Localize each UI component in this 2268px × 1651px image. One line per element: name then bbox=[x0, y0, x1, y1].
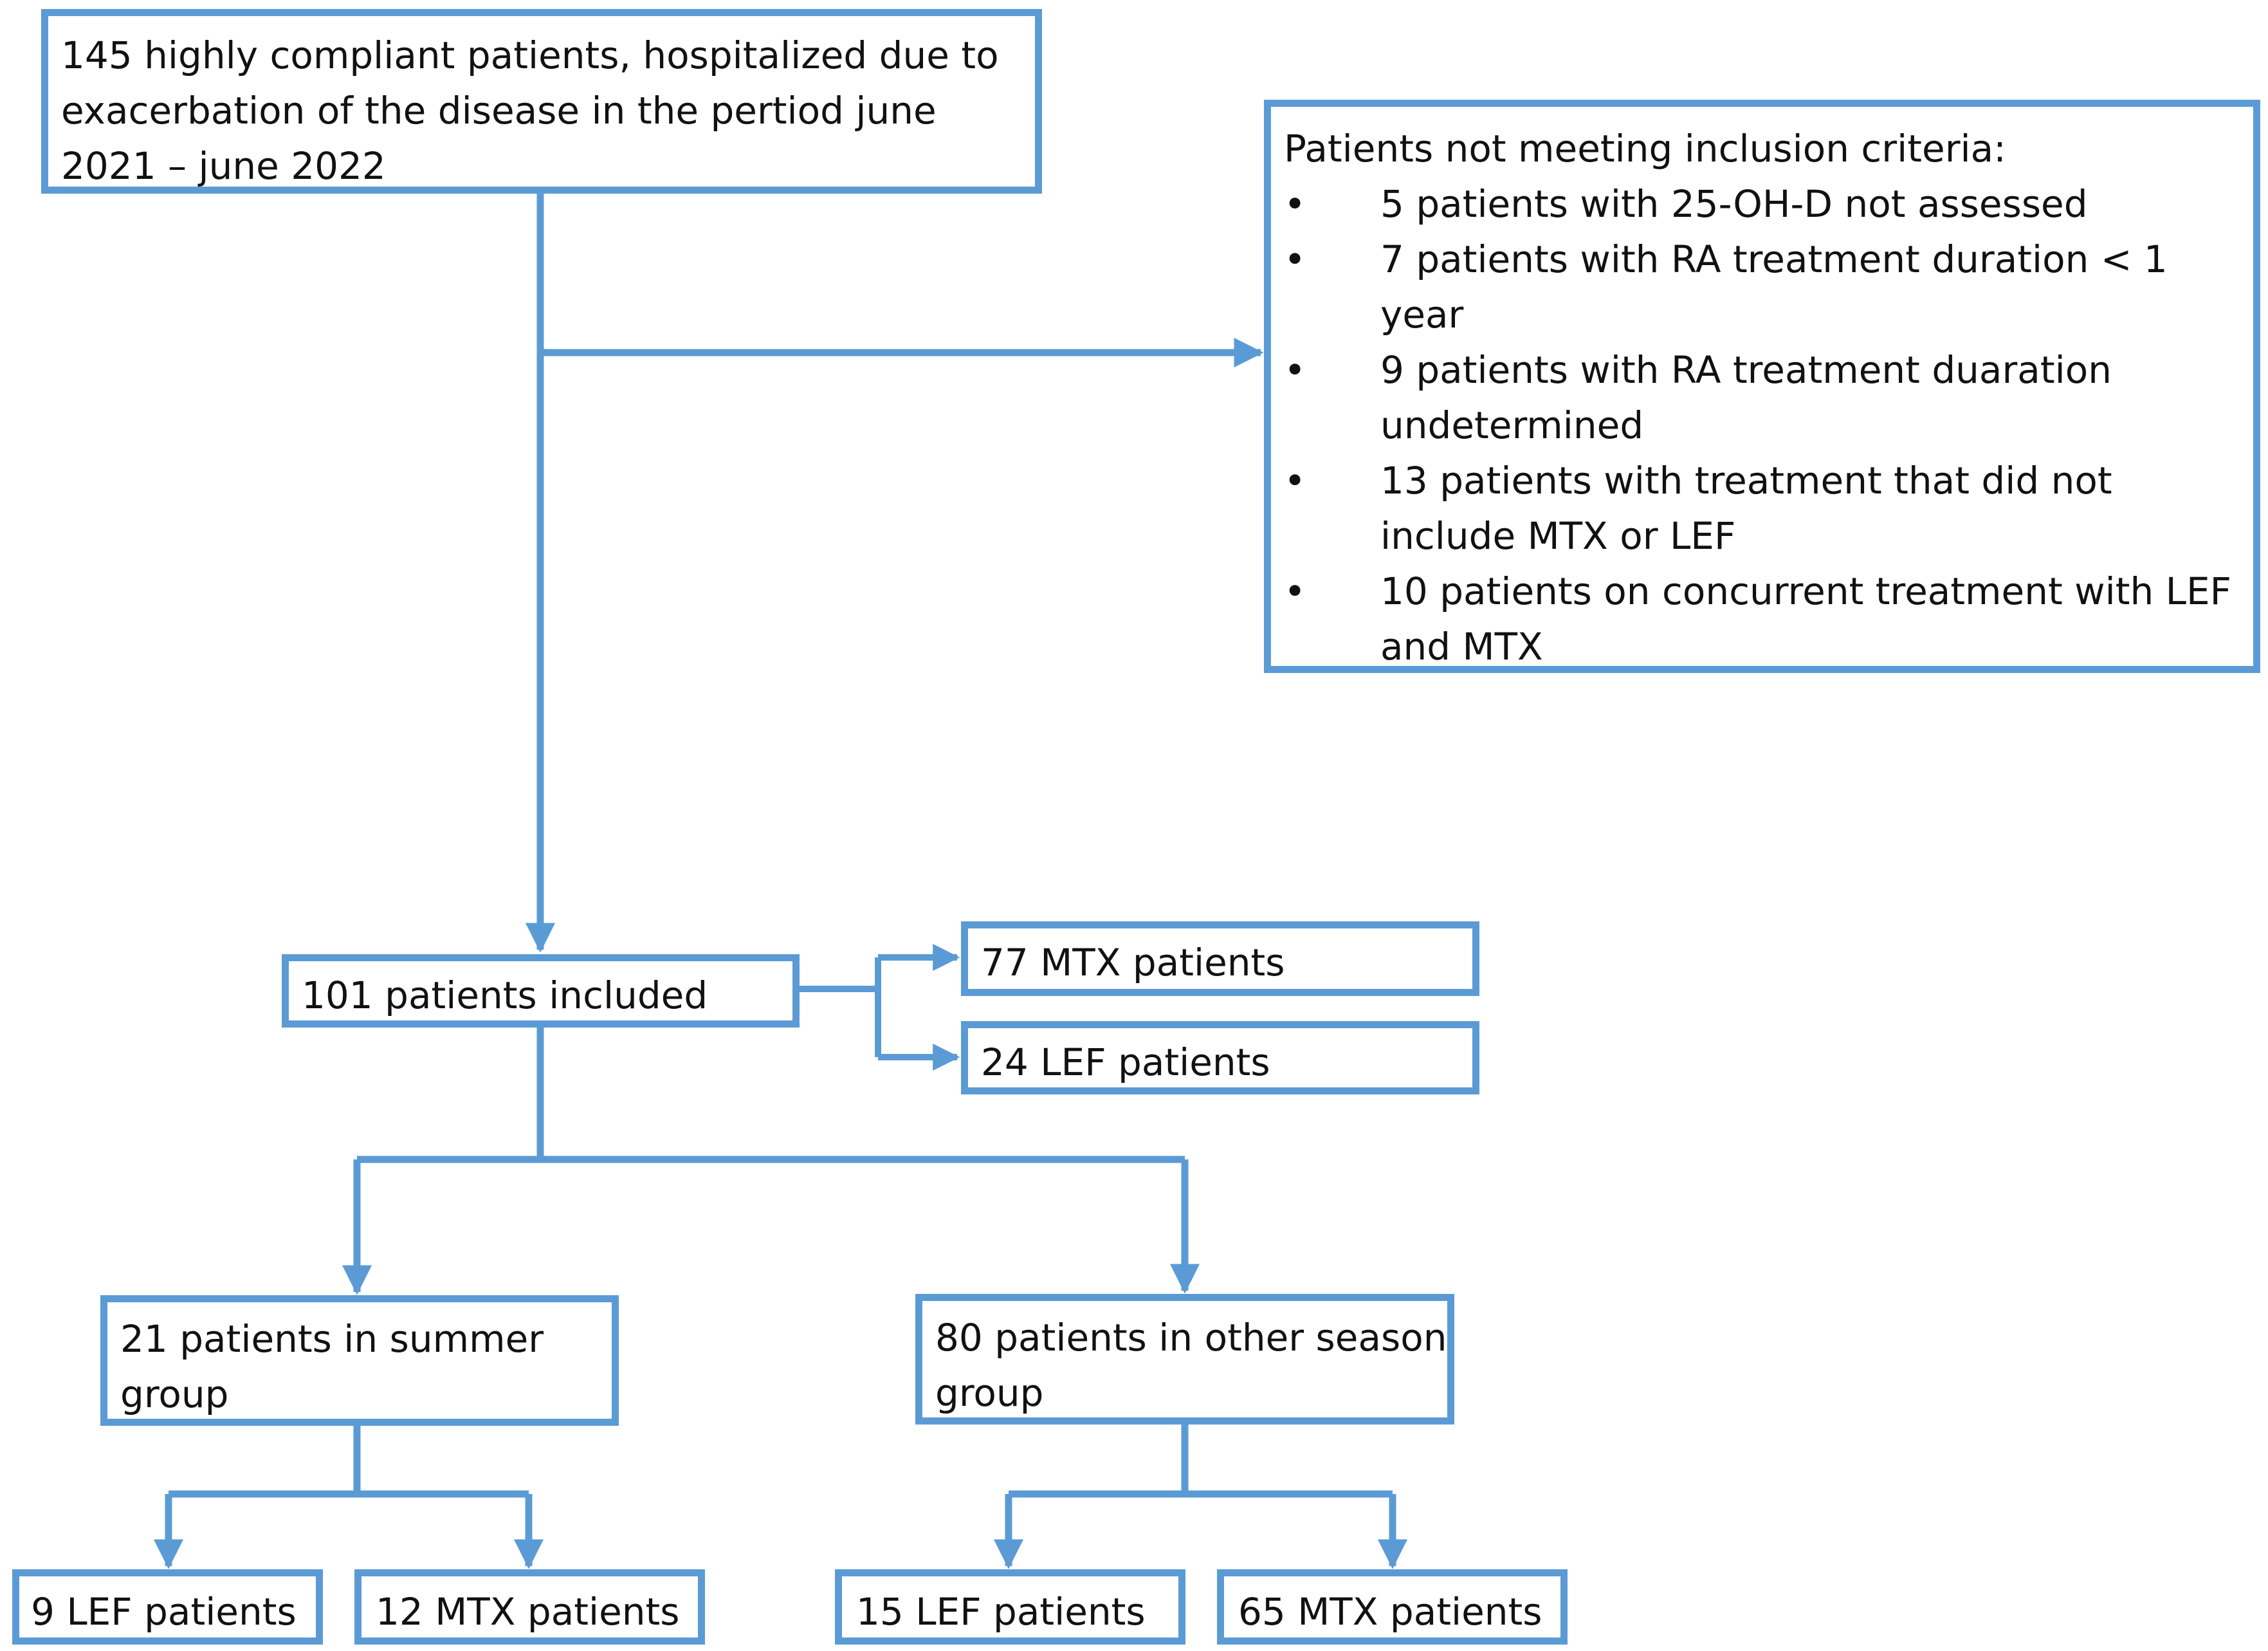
included-patients-box: 101 patients included bbox=[282, 954, 800, 1028]
bullet-marker: • bbox=[1284, 237, 1306, 281]
mtx-patients-label: 77 MTX patients bbox=[981, 941, 1285, 984]
summer-mtx-label: 12 MTX patients bbox=[376, 1590, 680, 1634]
initial-cohort-line-1: 145 highly compliant patients, hospitali… bbox=[61, 33, 999, 77]
bullet-marker: • bbox=[1284, 569, 1306, 613]
exclusion-item-line: year bbox=[1380, 293, 1464, 337]
exclusion-item-line: include MTX or LEF bbox=[1380, 514, 1736, 558]
exclusion-item-line: 5 patients with 25-OH-D not assessed bbox=[1380, 182, 2088, 226]
exclusion-item-line: 9 patients with RA treatment duaration bbox=[1380, 348, 2112, 392]
exclusion-item: • 5 patients with 25-OH-D not assessed bbox=[1284, 176, 2253, 232]
initial-cohort-line-2: exacerbation of the disease in the perti… bbox=[61, 89, 937, 133]
summer-group-line-1: 21 patients in summer bbox=[120, 1317, 544, 1361]
summer-group-box: 21 patients in summer group bbox=[100, 1295, 619, 1426]
included-patients-label: 101 patients included bbox=[302, 973, 708, 1017]
lef-patients-label: 24 LEF patients bbox=[981, 1040, 1270, 1084]
exclusion-item: • 9 patients with RA treatment duaration… bbox=[1284, 342, 2253, 453]
exclusion-criteria-box: Patients not meeting inclusion criteria:… bbox=[1264, 100, 2260, 673]
exclusion-item: • 7 patients with RA treatment duration … bbox=[1284, 232, 2253, 342]
exclusion-item: • 10 patients on concurrent treatment wi… bbox=[1284, 564, 2253, 674]
exclusion-item: • 13 patients with treatment that did no… bbox=[1284, 453, 2253, 564]
other-season-group-box: 80 patients in other season group bbox=[915, 1294, 1454, 1425]
exclusion-item-line: 7 patients with RA treatment duration < … bbox=[1380, 237, 2168, 281]
initial-cohort-box: 145 highly compliant patients, hospitali… bbox=[41, 9, 1042, 194]
initial-cohort-line-3: 2021 – june 2022 bbox=[61, 144, 386, 188]
other-season-group-line-2: group bbox=[935, 1371, 1044, 1415]
other-mtx-box: 65 MTX patients bbox=[1217, 1569, 1568, 1645]
other-mtx-label: 65 MTX patients bbox=[1238, 1590, 1542, 1634]
summer-mtx-box: 12 MTX patients bbox=[354, 1569, 705, 1645]
other-lef-box: 15 LEF patients bbox=[835, 1569, 1185, 1645]
lef-patients-box: 24 LEF patients bbox=[961, 1021, 1479, 1094]
bullet-marker: • bbox=[1284, 348, 1306, 392]
mtx-patients-box: 77 MTX patients bbox=[961, 921, 1479, 996]
summer-lef-label: 9 LEF patients bbox=[31, 1590, 297, 1634]
exclusion-criteria-title: Patients not meeting inclusion criteria: bbox=[1284, 127, 2006, 171]
exclusion-item-line: undetermined bbox=[1380, 403, 1644, 447]
summer-group-line-2: group bbox=[120, 1372, 229, 1416]
exclusion-item-line: 13 patients with treatment that did not bbox=[1380, 459, 2112, 503]
other-season-group-line-1: 80 patients in other season bbox=[935, 1316, 1447, 1360]
exclusion-item-line: 10 patients on concurrent treatment with… bbox=[1380, 569, 2231, 613]
exclusion-item-line: and MTX bbox=[1380, 625, 1543, 669]
bullet-marker: • bbox=[1284, 459, 1306, 503]
bullet-marker: • bbox=[1284, 182, 1306, 226]
summer-lef-box: 9 LEF patients bbox=[12, 1569, 323, 1645]
other-lef-label: 15 LEF patients bbox=[856, 1590, 1146, 1634]
